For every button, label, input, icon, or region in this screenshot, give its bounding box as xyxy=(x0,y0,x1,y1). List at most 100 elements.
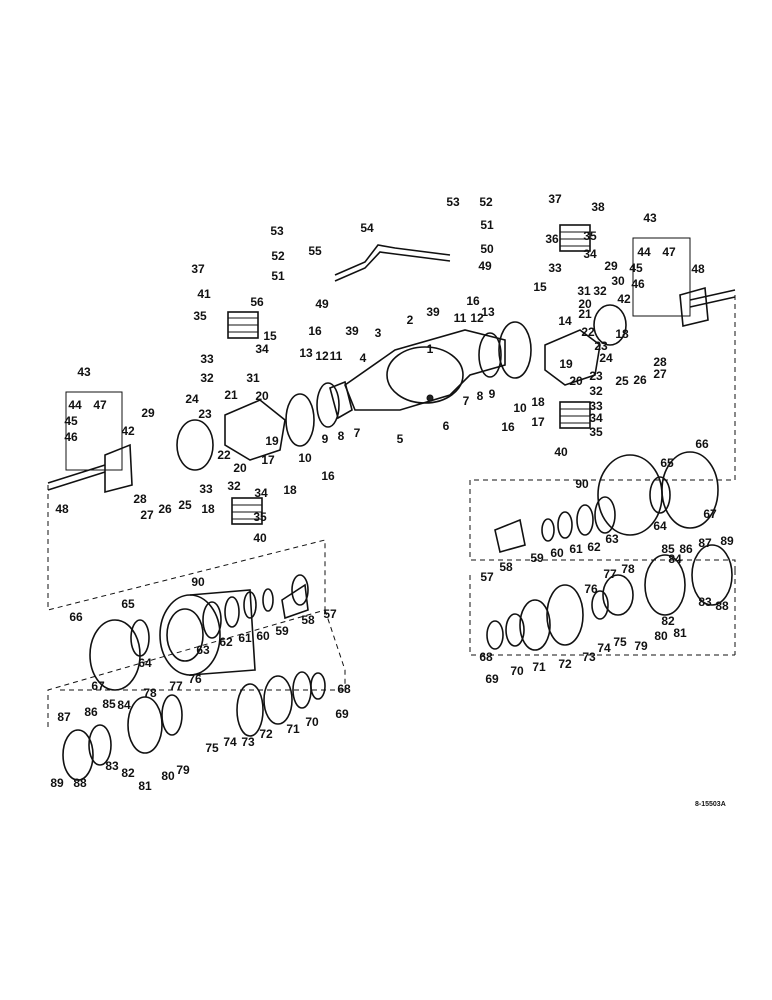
callout-label-44: 44 xyxy=(637,245,651,259)
callout-label-53: 53 xyxy=(270,224,284,238)
callout-label-54: 54 xyxy=(360,221,374,235)
right-shaft xyxy=(689,289,736,308)
callout-label-71: 71 xyxy=(286,722,300,736)
callout-label-30: 30 xyxy=(611,274,625,288)
callout-label-25: 25 xyxy=(615,374,629,388)
callout-label-87: 87 xyxy=(57,710,71,724)
callout-label-37: 37 xyxy=(191,262,205,276)
callout-label-25: 25 xyxy=(178,498,192,512)
callout-label-23: 23 xyxy=(594,339,608,353)
callout-label-20: 20 xyxy=(255,389,269,403)
callout-label-34: 34 xyxy=(589,411,603,425)
callout-label-18: 18 xyxy=(283,483,297,497)
callout-label-29: 29 xyxy=(141,406,155,420)
callout-label-58: 58 xyxy=(499,560,513,574)
callout-label-76: 76 xyxy=(188,672,202,686)
callout-label-68: 68 xyxy=(337,682,351,696)
callout-label-62: 62 xyxy=(219,635,233,649)
callout-label-18: 18 xyxy=(531,395,545,409)
callout-label-65: 65 xyxy=(121,597,135,611)
callout-label-32: 32 xyxy=(200,371,214,385)
callout-label-59: 59 xyxy=(530,551,544,565)
callout-label-84: 84 xyxy=(668,552,682,566)
callout-label-65: 65 xyxy=(660,456,674,470)
callout-label-51: 51 xyxy=(480,218,494,232)
callout-label-64: 64 xyxy=(653,519,667,533)
callout-label-48: 48 xyxy=(55,502,69,516)
callout-label-18: 18 xyxy=(201,502,215,516)
bracket-box-left xyxy=(65,391,123,471)
callout-label-61: 61 xyxy=(569,542,583,556)
callout-label-23: 23 xyxy=(589,369,603,383)
callout-label-20: 20 xyxy=(233,461,247,475)
callout-label-47: 47 xyxy=(662,245,676,259)
callout-label-21: 21 xyxy=(224,388,238,402)
callout-label-28: 28 xyxy=(133,492,147,506)
callout-label-78: 78 xyxy=(621,562,635,576)
callout-label-72: 72 xyxy=(259,727,273,741)
callout-label-82: 82 xyxy=(121,766,135,780)
callout-label-9: 9 xyxy=(489,387,496,401)
callout-label-28: 28 xyxy=(653,355,667,369)
callout-label-33: 33 xyxy=(589,399,603,413)
callout-label-17: 17 xyxy=(531,415,545,429)
right-yoke xyxy=(679,286,709,327)
left-yoke xyxy=(104,443,133,494)
callout-label-38: 38 xyxy=(591,200,605,214)
callout-label-86: 86 xyxy=(679,542,693,556)
callout-label-12: 12 xyxy=(315,349,329,363)
right-knuckle xyxy=(478,304,627,386)
callout-label-35: 35 xyxy=(589,425,603,439)
callout-label-73: 73 xyxy=(241,735,255,749)
callout-label-56: 56 xyxy=(250,295,264,309)
callout-label-35: 35 xyxy=(583,229,597,243)
left-knuckle xyxy=(176,382,340,471)
callout-label-2: 2 xyxy=(407,313,414,327)
callout-label-69: 69 xyxy=(335,707,349,721)
callout-label-34: 34 xyxy=(255,342,269,356)
left-shaft xyxy=(47,464,106,491)
callout-label-39: 39 xyxy=(426,305,440,319)
callout-label-47: 47 xyxy=(93,398,107,412)
callout-label-32: 32 xyxy=(593,284,607,298)
callout-label-69: 69 xyxy=(485,672,499,686)
callout-label-3: 3 xyxy=(375,326,382,340)
callout-label-8: 8 xyxy=(338,429,345,443)
callout-label-60: 60 xyxy=(256,629,270,643)
callout-label-34: 34 xyxy=(583,247,597,261)
callout-label-11: 11 xyxy=(330,349,343,363)
callout-label-27: 27 xyxy=(140,508,154,522)
callout-label-24: 24 xyxy=(185,392,199,406)
callout-label-73: 73 xyxy=(582,650,596,664)
callout-label-35: 35 xyxy=(193,309,207,323)
callout-label-45: 45 xyxy=(64,414,78,428)
callout-label-44: 44 xyxy=(68,398,82,412)
callout-label-32: 32 xyxy=(589,384,603,398)
callout-label-74: 74 xyxy=(597,641,611,655)
callout-label-16: 16 xyxy=(501,420,515,434)
callout-label-14: 14 xyxy=(558,314,572,328)
callout-label-42: 42 xyxy=(617,292,631,306)
callout-label-33: 33 xyxy=(199,482,213,496)
callout-label-29: 29 xyxy=(604,259,618,273)
callout-label-34: 34 xyxy=(254,486,268,500)
callout-label-57: 57 xyxy=(480,570,494,584)
callout-label-26: 26 xyxy=(633,373,647,387)
callout-label-49: 49 xyxy=(478,259,492,273)
callout-label-88: 88 xyxy=(715,599,729,613)
callout-label-60: 60 xyxy=(550,546,564,560)
callout-label-17: 17 xyxy=(261,453,275,467)
callout-label-39: 39 xyxy=(345,324,359,338)
callout-label-16: 16 xyxy=(308,324,322,338)
callout-label-13: 13 xyxy=(481,305,495,319)
left-group-box xyxy=(47,485,346,730)
callout-label-80: 80 xyxy=(654,629,668,643)
callout-label-71: 71 xyxy=(532,660,546,674)
callout-label-7: 7 xyxy=(354,426,361,440)
callout-label-40: 40 xyxy=(554,445,568,459)
callout-label-77: 77 xyxy=(169,679,183,693)
callout-label-19: 19 xyxy=(265,434,279,448)
callout-label-40: 40 xyxy=(253,531,267,545)
callout-label-4: 4 xyxy=(360,351,367,365)
callout-label-24: 24 xyxy=(599,351,613,365)
